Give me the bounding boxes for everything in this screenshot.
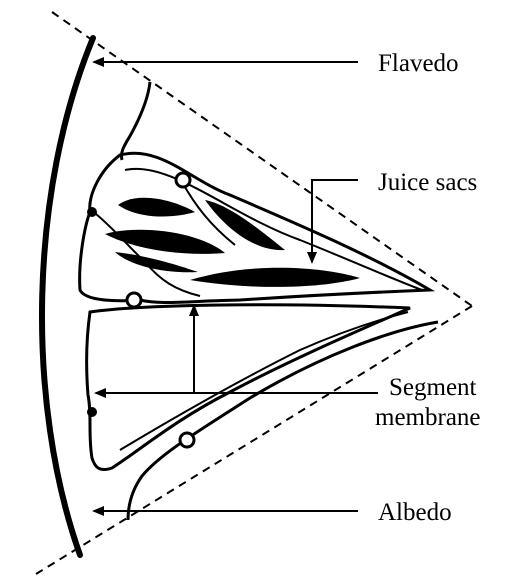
juice-sacs-label: Juice sacs — [378, 169, 477, 196]
flavedo-label: Flavedo — [378, 50, 459, 77]
juice-sac — [115, 252, 198, 272]
juice-sac — [118, 198, 195, 217]
juice-sac — [205, 200, 285, 250]
inner-membrane-lower — [120, 312, 408, 450]
lower-segment-outline — [87, 305, 410, 470]
upper-albedo-membrane — [121, 82, 150, 160]
segment-membrane-label-line1: Segment — [389, 374, 477, 401]
juice-sac — [105, 230, 225, 254]
juice-sac — [190, 268, 360, 287]
membrane-node — [87, 407, 97, 417]
radial-wall-upper — [96, 214, 200, 296]
albedo-label: Albedo — [378, 499, 452, 526]
membrane-node — [176, 173, 190, 187]
segment-membrane-label-line2: membrane — [375, 404, 481, 431]
membrane-node — [127, 293, 141, 307]
membrane-node — [87, 207, 97, 217]
membrane-node — [180, 433, 194, 447]
lower-dashed-boundary — [36, 306, 472, 574]
